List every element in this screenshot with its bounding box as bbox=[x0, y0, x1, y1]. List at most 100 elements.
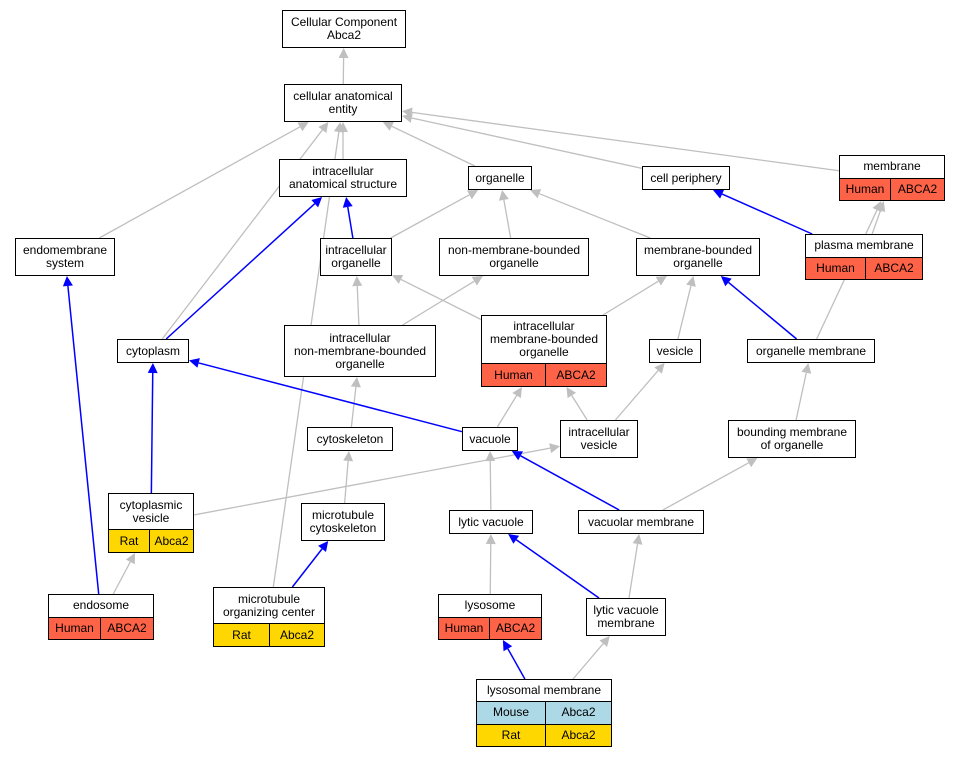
node-vacuolar-membrane[interactable]: vacuolar membrane bbox=[578, 510, 704, 534]
arrowhead bbox=[382, 121, 394, 131]
gene-cell: ABCA2 bbox=[489, 617, 541, 639]
node-cytoplasmic-vesicle[interactable]: cytoplasmic vesicle Rat Abca2 bbox=[108, 493, 194, 553]
arrowhead bbox=[311, 197, 323, 208]
arrowhead bbox=[467, 190, 479, 200]
node-intracellular-membrane-bounded-organelle[interactable]: intracellular membrane-bounded organelle… bbox=[481, 315, 607, 387]
gene-cell: ABCA2 bbox=[545, 364, 606, 386]
edge-plasmamem-to-membrane bbox=[871, 210, 882, 235]
edge-io-to-ias bbox=[347, 206, 354, 239]
arrowhead bbox=[402, 107, 413, 118]
species-cell: Human bbox=[439, 617, 489, 639]
edge-endomem-to-cae bbox=[98, 126, 301, 239]
edge-endosome-to-endomem bbox=[67, 285, 100, 595]
node-cytoskeleton[interactable]: cytoskeleton bbox=[307, 427, 393, 451]
edge-nmbo-to-organelle bbox=[503, 199, 512, 239]
arrowhead bbox=[508, 534, 520, 544]
species-cell: Human bbox=[806, 257, 865, 279]
node-intracellular-vesicle[interactable]: intracellular vesicle bbox=[560, 420, 638, 458]
annotation-row: Human ABCA2 bbox=[439, 617, 541, 639]
node-vacuole[interactable]: vacuole bbox=[462, 427, 518, 451]
node-lytic-vacuole-membrane[interactable]: lytic vacuole membrane bbox=[586, 598, 666, 636]
annotation-row: Rat Abca2 bbox=[477, 724, 611, 746]
annotation-row: Human ABCA2 bbox=[840, 178, 944, 200]
node-cellular-anatomical-entity[interactable]: cellular anatomical entity bbox=[284, 84, 402, 122]
species-cell: Human bbox=[840, 178, 890, 200]
arrowhead bbox=[392, 275, 404, 284]
node-intracellular-non-membrane-bounded-organelle[interactable]: intracellular non-membrane-bounded organ… bbox=[284, 325, 436, 377]
gene-cell: ABCA2 bbox=[100, 617, 153, 639]
node-label: endosome bbox=[49, 595, 153, 618]
arrowhead bbox=[686, 276, 696, 287]
node-membrane[interactable]: membrane Human ABCA2 bbox=[839, 155, 945, 201]
arrowhead bbox=[189, 358, 200, 368]
node-lysosomal-membrane[interactable]: lysosomal membrane Mouse Abca2 Rat Abca2 bbox=[476, 679, 612, 747]
annotation-row: Rat Abca2 bbox=[109, 530, 193, 552]
gene-cell: Abca2 bbox=[269, 624, 324, 646]
arrowhead bbox=[498, 190, 509, 201]
edge-vesicle-to-mbo bbox=[677, 285, 692, 340]
species-cell: Mouse bbox=[477, 702, 545, 724]
node-label: microtubule organizing center bbox=[214, 588, 324, 625]
arrowhead bbox=[471, 276, 483, 286]
arrowhead bbox=[333, 122, 344, 133]
node-bounding-membrane-of-organelle[interactable]: bounding membrane of organelle bbox=[728, 420, 856, 458]
arrowhead bbox=[350, 377, 361, 388]
node-cytoplasm[interactable]: cytoplasm bbox=[117, 339, 189, 363]
edge-bmo-to-orgmem bbox=[795, 372, 807, 421]
arrowhead bbox=[566, 387, 576, 399]
arrowhead bbox=[512, 387, 522, 399]
annotation-row: Human ABCA2 bbox=[49, 617, 153, 639]
node-endosome[interactable]: endosome Human ABCA2 bbox=[48, 594, 154, 640]
edge-plasmamem-to-cellperiph bbox=[721, 193, 813, 235]
gene-cell: Abca2 bbox=[545, 702, 611, 724]
annotation-row: Rat Abca2 bbox=[214, 624, 324, 646]
edge-lysomem-to-lvm bbox=[572, 643, 604, 680]
node-lysosome[interactable]: lysosome Human ABCA2 bbox=[438, 594, 542, 640]
annotation-row: Mouse Abca2 bbox=[477, 702, 611, 725]
arrowhead bbox=[343, 451, 354, 462]
edge-inmbo-to-nmbo bbox=[402, 280, 475, 326]
node-endomembrane-system[interactable]: endomembrane system bbox=[15, 238, 115, 276]
arrowhead bbox=[342, 197, 353, 208]
edge-lvm-to-vacmem bbox=[628, 543, 639, 599]
species-cell: Rat bbox=[214, 624, 269, 646]
arrowhead bbox=[530, 189, 542, 199]
node-organelle-membrane[interactable]: organelle membrane bbox=[747, 339, 875, 363]
node-label: cytoplasmic vesicle bbox=[109, 494, 193, 531]
edge-orgmem-to-mbo bbox=[728, 281, 798, 340]
node-microtubule-organizing-center[interactable]: microtubule organizing center Rat Abca2 bbox=[213, 587, 325, 647]
edge-ivesicle-to-imbo bbox=[571, 395, 588, 421]
node-organelle[interactable]: organelle bbox=[468, 166, 532, 190]
arrowhead bbox=[297, 122, 309, 132]
species-cell: Rat bbox=[109, 530, 149, 552]
edge-cytoskel-to-inmbo bbox=[350, 386, 357, 428]
node-cellular-component[interactable]: Cellular Component Abca2 bbox=[282, 10, 406, 48]
arrowhead bbox=[549, 443, 560, 454]
edge-ivesicle-to-vesicle bbox=[614, 370, 659, 421]
edge-vacmem-to-vacuole bbox=[520, 455, 620, 511]
node-cell-periphery[interactable]: cell periphery bbox=[642, 166, 730, 190]
node-vesicle[interactable]: vesicle bbox=[649, 339, 701, 363]
edge-vacmem-to-bmo bbox=[662, 462, 749, 511]
edge-io-to-organelle bbox=[390, 194, 470, 239]
gene-cell: ABCA2 bbox=[890, 178, 944, 200]
node-intracellular-anatomical-structure[interactable]: intracellular anatomical structure bbox=[279, 159, 407, 197]
arrowhead bbox=[502, 640, 513, 652]
arrowhead bbox=[599, 636, 610, 647]
edge-endosome-to-cytovesicle bbox=[112, 561, 131, 595]
species-cell: Rat bbox=[477, 724, 545, 746]
edge-vacuole-to-cytoplasm bbox=[198, 362, 463, 433]
node-label: lysosomal membrane bbox=[477, 680, 611, 703]
edge-imbo-to-mbo bbox=[602, 280, 659, 316]
node-microtubule-cytoskeleton[interactable]: microtubule cytoskeleton bbox=[301, 503, 385, 541]
arrowhead bbox=[485, 534, 496, 545]
arrowhead bbox=[720, 276, 732, 287]
node-lytic-vacuole[interactable]: lytic vacuole bbox=[449, 510, 533, 534]
node-non-membrane-bounded-organelle[interactable]: non-membrane-bounded organelle bbox=[439, 238, 589, 276]
node-plasma-membrane[interactable]: plasma membrane Human ABCA2 bbox=[805, 234, 923, 280]
node-membrane-bounded-organelle[interactable]: membrane-bounded organelle bbox=[636, 238, 760, 276]
node-intracellular-organelle[interactable]: intracellular organelle bbox=[320, 238, 392, 276]
arrowhead bbox=[713, 189, 725, 199]
arrowhead bbox=[485, 451, 496, 462]
